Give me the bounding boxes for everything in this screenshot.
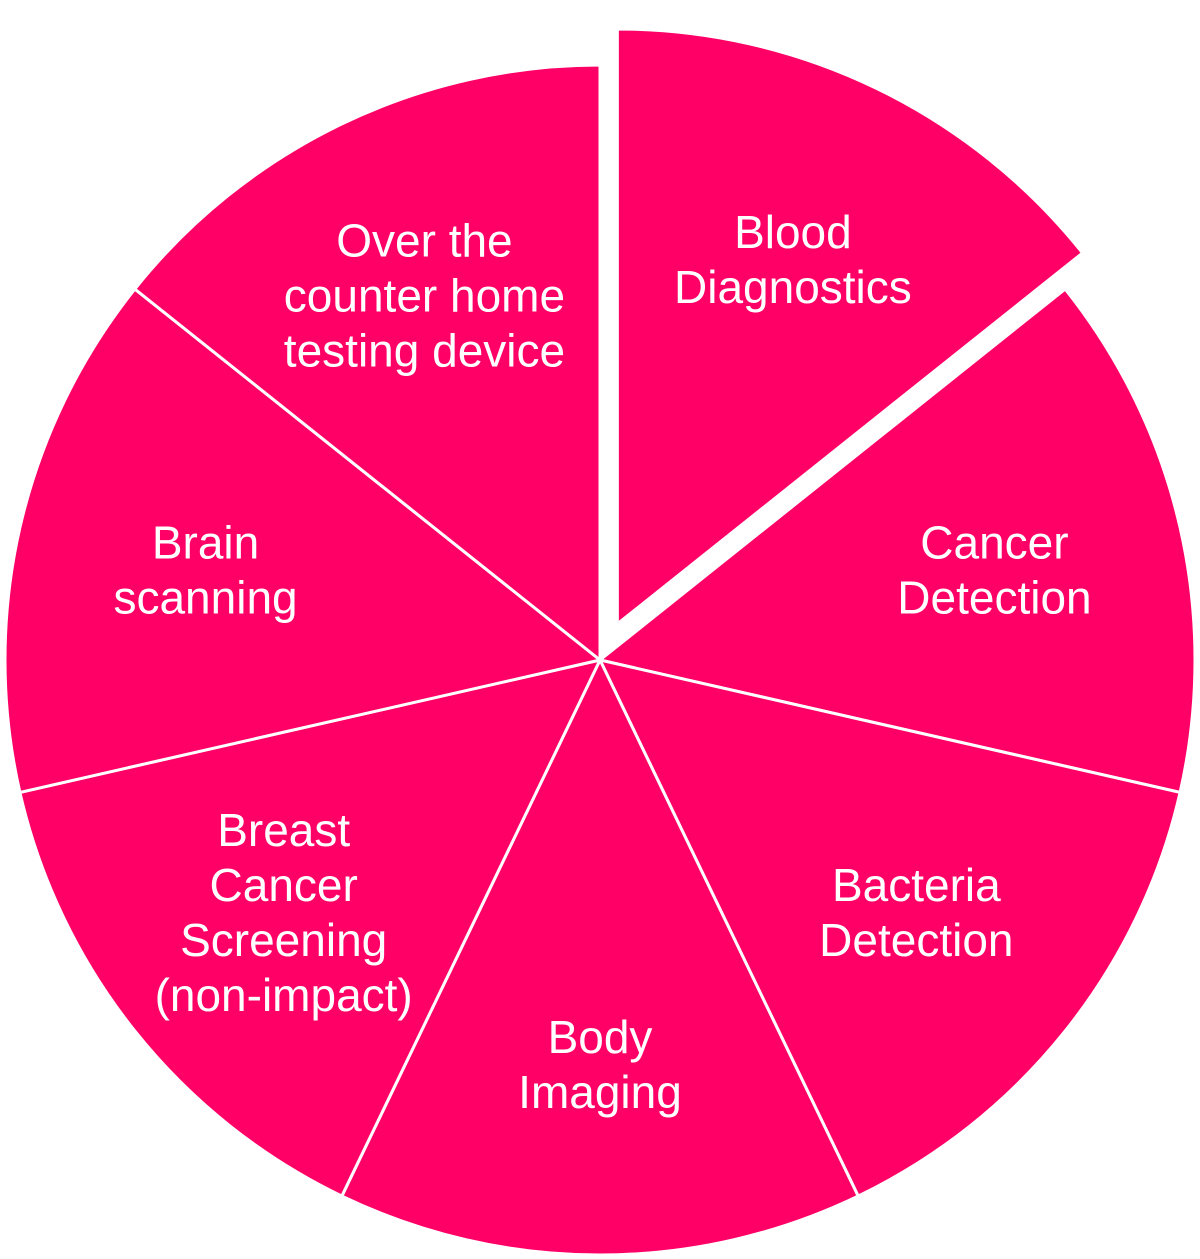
slice-label-line: Cancer	[210, 859, 358, 911]
pie-slice-body-imaging	[339, 656, 861, 1257]
pie-slice-over-the-counter-home-testing-device	[132, 63, 602, 664]
pie-slice-brain-scanning	[3, 286, 604, 795]
slice-label-line: scanning	[113, 571, 297, 623]
slice-label-line: Body	[548, 1011, 653, 1063]
slice-label-line: Detection	[897, 571, 1091, 623]
pie-slice-blood-diagnostics	[615, 27, 1085, 628]
slice-label-line: counter home	[284, 269, 565, 321]
slice-label-line: Bacteria	[832, 859, 1001, 911]
slice-label-line: testing device	[284, 324, 565, 376]
slice-label-line: Imaging	[518, 1066, 682, 1118]
slice-label-line: Brain	[152, 516, 259, 568]
pie-slice-breast-cancer-screening-non-impact	[18, 657, 603, 1199]
slice-label-line: Breast	[217, 804, 350, 856]
slice-label-line: Over the	[336, 214, 512, 266]
slice-label-line: Blood	[734, 206, 852, 258]
slice-label-line: (non-impact)	[155, 969, 413, 1021]
slice-label-line: Detection	[819, 914, 1013, 966]
pie-slice-cancer-detection	[596, 286, 1197, 795]
slice-label-line: Cancer	[920, 516, 1068, 568]
slice-label-line: Diagnostics	[674, 261, 912, 313]
pie-slice-bacteria-detection	[597, 657, 1182, 1199]
slice-label-line: Screening	[180, 914, 387, 966]
